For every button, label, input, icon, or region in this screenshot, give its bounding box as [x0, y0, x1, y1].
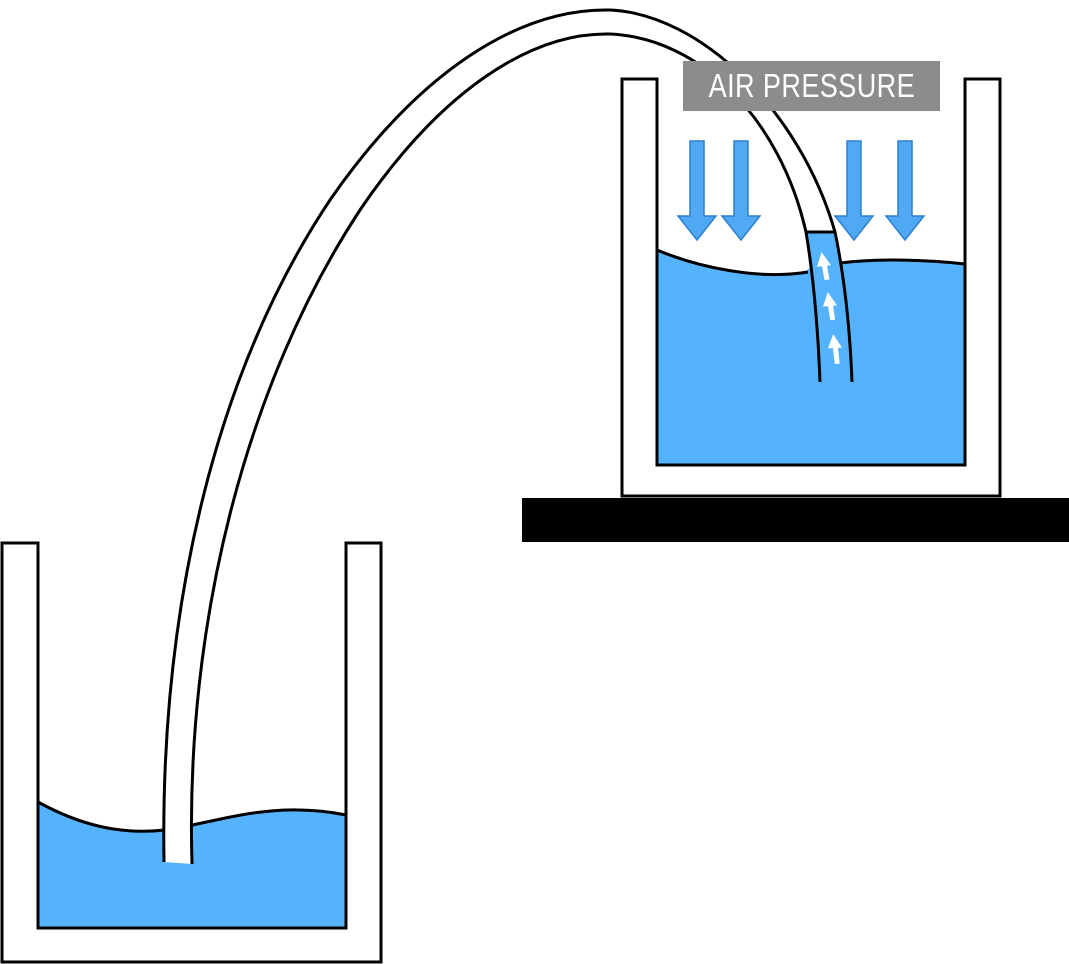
upper-water-surface-right	[839, 258, 966, 266]
upper-water-surface	[656, 248, 809, 277]
air-pressure-arrow-2	[720, 140, 762, 242]
air-pressure-arrow-4	[884, 140, 926, 242]
upper-container	[620, 77, 1002, 498]
upper-water-right	[835, 259, 965, 465]
flow-arrows	[817, 252, 842, 365]
lower-water	[38, 802, 346, 928]
flow-arrow-2	[823, 292, 837, 321]
air-pressure-arrow-1	[676, 140, 718, 242]
flow-arrow-1	[817, 252, 831, 281]
air-pressure-arrows	[676, 140, 926, 242]
air-pressure-label: AIR PRESSURE	[683, 61, 940, 111]
siphon-tube-fill	[163, 9, 823, 865]
air-pressure-arrow-3	[833, 140, 875, 242]
flow-arrow-3	[827, 334, 842, 365]
platform	[522, 498, 1069, 542]
upper-water	[657, 250, 805, 465]
air-pressure-label-text: AIR PRESSURE	[708, 67, 915, 104]
lower-container	[0, 541, 383, 964]
